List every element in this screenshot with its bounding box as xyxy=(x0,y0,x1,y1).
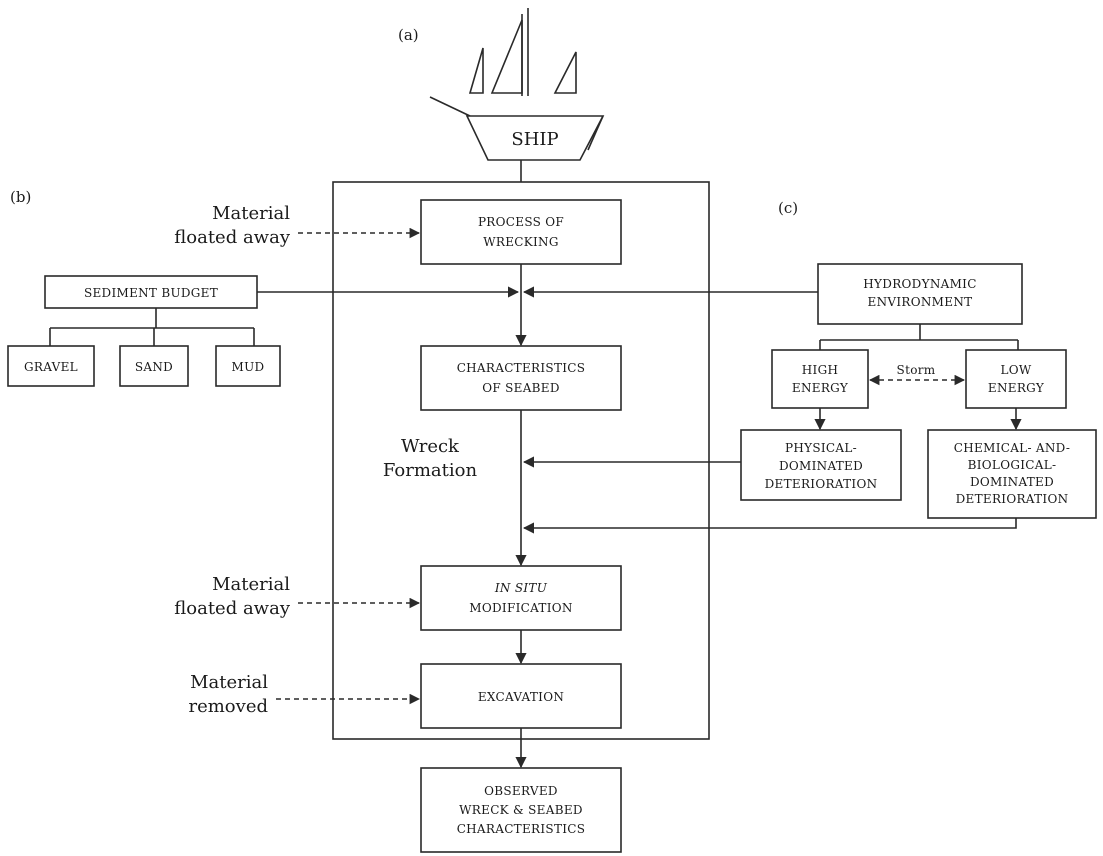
ship-label: SHIP xyxy=(511,129,558,150)
box-low-line1: LOW xyxy=(1000,363,1031,377)
ship-hull xyxy=(465,115,605,161)
label-floated-away-2-line1: Material xyxy=(212,574,290,595)
panel-label-a: (a) xyxy=(398,26,419,44)
box-low-energy: LOW ENERGY xyxy=(965,349,1067,409)
label-floated-away-1-line2: floated away xyxy=(174,227,291,248)
box-hydro-line1: HYDRODYNAMIC xyxy=(863,277,976,291)
box-insitu-line2: MODIFICATION xyxy=(469,601,572,615)
label-floated-away-2-line2: floated away xyxy=(174,598,291,619)
box-sediment-line1: SEDIMENT BUDGET xyxy=(84,286,218,300)
box-excavation-line1: EXCAVATION xyxy=(478,690,564,704)
box-sand: SAND xyxy=(119,345,189,387)
box-in-situ-modification: IN SITU MODIFICATION xyxy=(420,565,622,631)
box-process-line2: WRECKING xyxy=(483,235,559,249)
box-observed-line3: CHARACTERISTICS xyxy=(457,822,586,836)
box-hydro-line2: ENVIRONMENT xyxy=(868,295,973,309)
box-high-line1: HIGH xyxy=(802,363,838,377)
box-characteristics-of-seabed: CHARACTERISTICS OF SEABED xyxy=(420,345,622,411)
box-gravel: GRAVEL xyxy=(7,345,95,387)
box-sand-label: SAND xyxy=(135,360,173,374)
box-chemical-line4: DETERIORATION xyxy=(956,492,1069,506)
box-observed-line2: WRECK & SEABED xyxy=(459,803,583,817)
box-process-of-wrecking: PROCESS OF WRECKING xyxy=(420,199,622,265)
panel-label-c: (c) xyxy=(778,199,798,217)
box-chemical-line2: BIOLOGICAL- xyxy=(968,458,1057,472)
box-physical-deterioration: PHYSICAL- DOMINATED DETERIORATION xyxy=(740,429,902,501)
box-high-line2: ENERGY xyxy=(792,381,849,395)
box-chemical-biological-deterioration: CHEMICAL- AND- BIOLOGICAL- DOMINATED DET… xyxy=(927,429,1097,519)
box-physical-line3: DETERIORATION xyxy=(765,477,878,491)
box-seabed-line2: OF SEABED xyxy=(482,381,560,395)
box-physical-line2: DOMINATED xyxy=(779,459,863,473)
label-removed-line2: removed xyxy=(188,696,268,717)
box-physical-line1: PHYSICAL- xyxy=(785,441,857,455)
label-floated-away-1-line1: Material xyxy=(212,203,290,224)
box-mud: MUD xyxy=(215,345,281,387)
ship-icon xyxy=(429,8,605,161)
arrow-chemical-to-center xyxy=(522,518,1017,534)
box-observed-line1: OBSERVED xyxy=(484,784,558,798)
box-sediment-budget: SEDIMENT BUDGET xyxy=(44,275,258,309)
box-insitu-line1: IN SITU xyxy=(494,581,548,595)
box-hydrodynamic-environment: HYDRODYNAMIC ENVIRONMENT xyxy=(817,263,1023,325)
box-observed-characteristics: OBSERVED WRECK & SEABED CHARACTERISTICS xyxy=(420,767,622,853)
box-mud-label: MUD xyxy=(232,360,265,374)
box-low-line2: ENERGY xyxy=(988,381,1045,395)
label-removed-line1: Material xyxy=(190,672,268,693)
box-excavation: EXCAVATION xyxy=(420,663,622,729)
box-seabed-line1: CHARACTERISTICS xyxy=(457,361,586,375)
box-chemical-line3: DOMINATED xyxy=(970,475,1054,489)
wreck-formation-title-line2: Formation xyxy=(383,460,478,481)
box-chemical-line1: CHEMICAL- AND- xyxy=(954,441,1070,455)
storm-label: Storm xyxy=(897,363,936,377)
panel-label-b: (b) xyxy=(10,188,31,206)
wreck-formation-title-line1: Wreck xyxy=(401,436,460,457)
box-high-energy: HIGH ENERGY xyxy=(771,349,869,409)
box-gravel-label: GRAVEL xyxy=(24,360,78,374)
box-process-line1: PROCESS OF xyxy=(478,215,564,229)
